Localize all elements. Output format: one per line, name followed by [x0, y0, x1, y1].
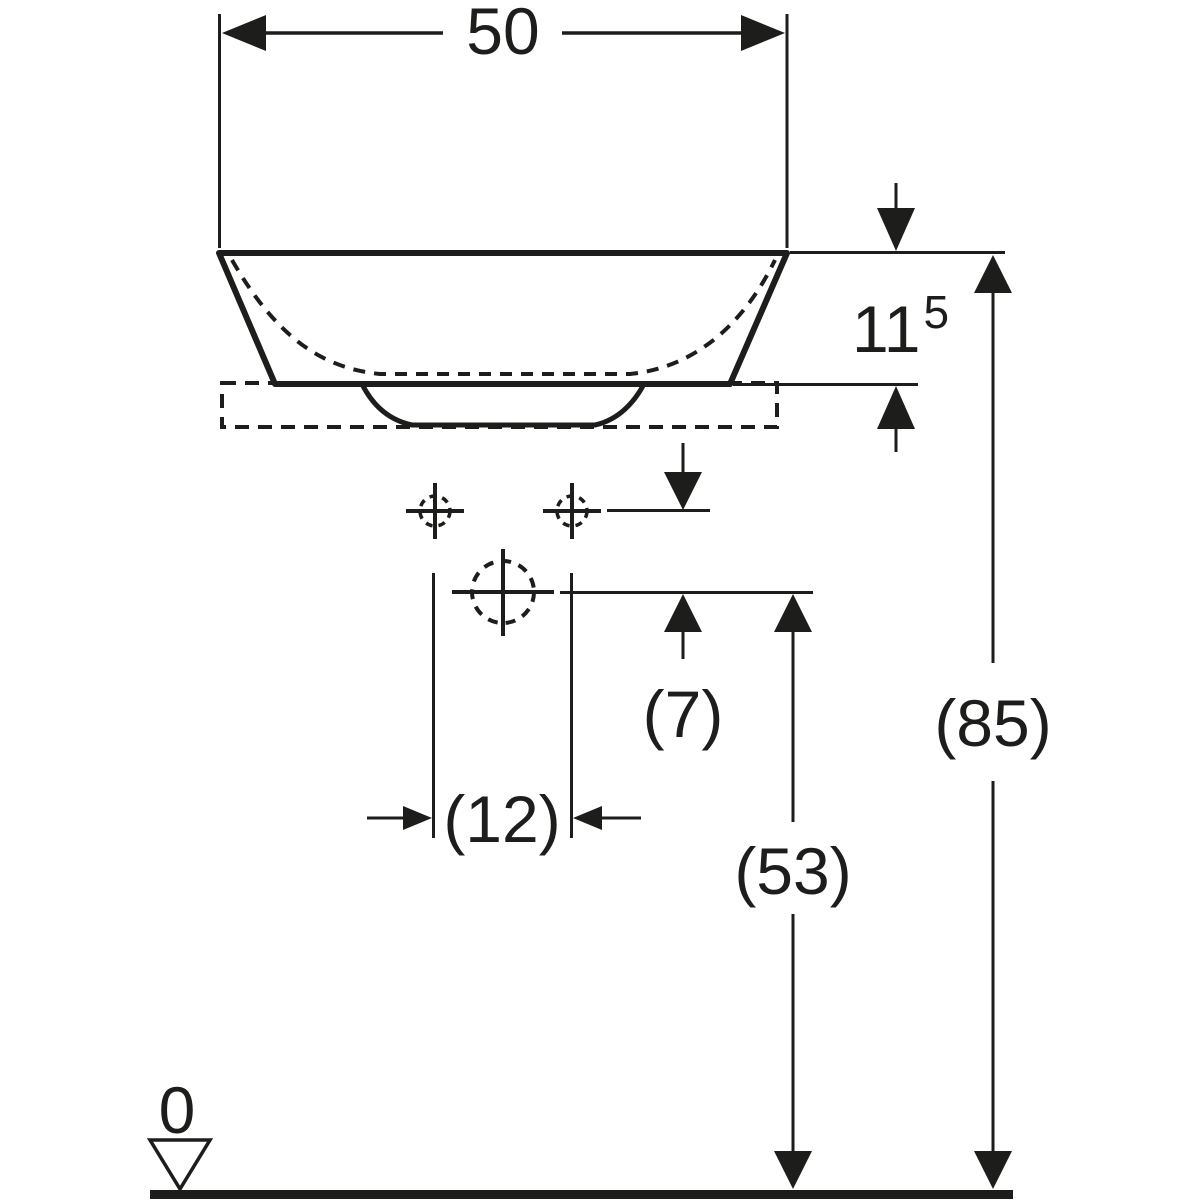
tap-hole-left-icon: [406, 483, 464, 539]
dim-drain-height: (53): [734, 594, 852, 1189]
dim-tap-hole-spacing: (12): [367, 573, 641, 856]
countertop-dashed-outline: [220, 381, 779, 429]
arrow-left-icon: [573, 806, 602, 830]
hole-dashed-circle: [418, 494, 452, 528]
datum-triangle-icon: [146, 1138, 214, 1193]
dim-overall-height-label: (85): [934, 686, 1051, 760]
dim-width-label: 50: [466, 0, 539, 68]
basin-underside-recess: [359, 382, 647, 428]
hole-dashed-circle: [470, 559, 536, 625]
dim-width-top: 50: [218, 0, 789, 248]
hole-dashed-circle: [555, 494, 589, 528]
arrow-right-icon: [403, 806, 432, 830]
arrow-up-icon: [974, 255, 1012, 293]
drain-hole-icon: [452, 549, 554, 636]
arrow-down-icon: [664, 472, 702, 510]
arrow-down-icon: [877, 208, 915, 251]
dim-drain-height-label: (53): [734, 834, 851, 908]
basin-inner-bowl-hidden-edge: [230, 259, 777, 376]
washbasin-outline: [216, 250, 790, 428]
tap-hole-right-icon: [543, 483, 601, 539]
arrow-left-icon: [222, 15, 266, 51]
dim-overall-height: (85): [790, 251, 1052, 1189]
arrow-down-icon: [774, 1151, 812, 1189]
basin-outer-profile: [216, 250, 790, 387]
dim-spacing-label: (12): [443, 782, 560, 856]
arrow-down-icon: [974, 1151, 1012, 1189]
dim-basin-height: 115: [733, 183, 949, 452]
dim-offset-label: (7): [643, 677, 724, 751]
dim-tap-to-drain-offset: (7): [607, 443, 723, 751]
arrow-right-icon: [741, 15, 785, 51]
datum-label: 0: [159, 1073, 196, 1147]
dim-basin-height-superscript: 5: [924, 286, 950, 338]
dim-basin-height-main: 11: [852, 292, 921, 366]
dim-basin-height-label: 115: [852, 286, 949, 366]
arrow-up-icon: [774, 594, 812, 632]
arrow-up-icon: [664, 594, 702, 632]
arrow-up-icon: [877, 386, 915, 429]
datum-zero-level: 0: [146, 1073, 214, 1193]
